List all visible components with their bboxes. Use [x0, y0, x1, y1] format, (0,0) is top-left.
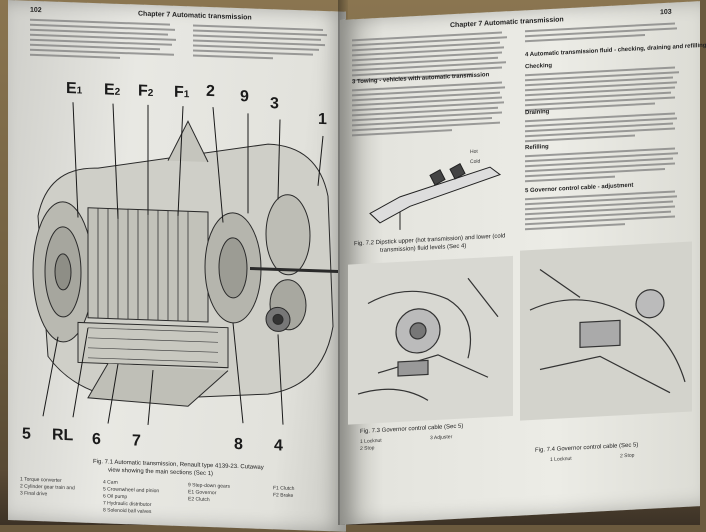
legend-item: F1 Clutch	[273, 485, 295, 493]
right-page-number: 103	[660, 8, 672, 17]
legend-item: E1 Governor	[188, 489, 217, 497]
transmission-cutaway-illustration	[32, 102, 338, 425]
right-page-header: Chapter 7 Automatic transmission	[450, 16, 564, 30]
callout-4: 4	[274, 437, 283, 455]
subheading-draining: Draining	[525, 109, 550, 117]
left-text-column-2	[193, 24, 333, 64]
fig73-caption: Fig. 7.3 Governor control cable (Sec 5)	[360, 423, 464, 435]
fig73-legend-item: 2 Stop	[360, 445, 375, 452]
subheading-checking: Checking	[525, 62, 553, 71]
callout-rl: RL	[52, 426, 74, 445]
fig74-legend-item: 1 Locknut	[550, 455, 572, 463]
callout-9: 9	[240, 88, 249, 106]
fig74-legend-item: 2 Stop	[620, 452, 635, 460]
right-page: Chapter 7 Automatic transmission 103 3 T…	[340, 1, 706, 526]
callout-5: 5	[22, 425, 31, 443]
checking-text	[525, 66, 685, 114]
callout-1: 1	[318, 110, 327, 129]
legend-item: E2 Clutch	[188, 496, 210, 504]
dipstick-label-hot: Hot	[470, 148, 478, 156]
section4-title: 4 Automatic transmission fluid - checkin…	[525, 42, 706, 59]
fig74-caption: Fig. 7.4 Governor control cable (Sec 5)	[535, 442, 639, 454]
legend-item: 8 Solenoid ball valves	[103, 507, 152, 516]
left-page-number: 102	[30, 6, 42, 15]
subheading-refilling: Refilling	[525, 144, 549, 152]
left-page-header: Chapter 7 Automatic transmission	[138, 10, 252, 22]
callout-f2: F2	[138, 82, 154, 100]
callout-2: 2	[206, 82, 215, 101]
fig73-legend-item: 1 Locknut	[360, 437, 382, 445]
refilling-text	[525, 147, 685, 185]
section3-text	[352, 81, 512, 139]
legend-item: F2 Brake	[273, 492, 294, 499]
fig73-legend-item: 3 Adjuster	[430, 434, 453, 442]
dipstick-label-cold: Cold	[470, 158, 481, 166]
fig74-photo	[520, 241, 692, 421]
open-manual: 102 Chapter 7 Automatic transmission	[8, 0, 706, 532]
left-text-column-1	[30, 18, 180, 64]
callout-6: 6	[92, 430, 101, 449]
legend-item: 3 Final drive	[20, 490, 48, 498]
callout-e2: E2	[104, 81, 121, 99]
fig71-caption-line2: view showing the main sections (Sec 1)	[108, 467, 214, 478]
fig73-photo	[348, 255, 513, 425]
right-text-column-2-top	[525, 22, 685, 45]
callout-f1: F1	[174, 83, 190, 102]
fig71-legend: 1 Torque converter 2 Cylinder gear train…	[8, 0, 346, 515]
callout-3: 3	[270, 95, 279, 113]
legend-item: 6 Oil pump	[103, 493, 128, 501]
callout-8: 8	[234, 435, 243, 454]
callout-e1: E1	[66, 80, 83, 98]
left-page: 102 Chapter 7 Automatic transmission	[8, 0, 346, 532]
legend-item: 4 Cam	[103, 479, 118, 486]
draining-text	[525, 112, 685, 145]
section5-text	[525, 190, 685, 233]
callout-7: 7	[132, 432, 141, 450]
fig72-dipstick-illustration	[369, 163, 502, 230]
